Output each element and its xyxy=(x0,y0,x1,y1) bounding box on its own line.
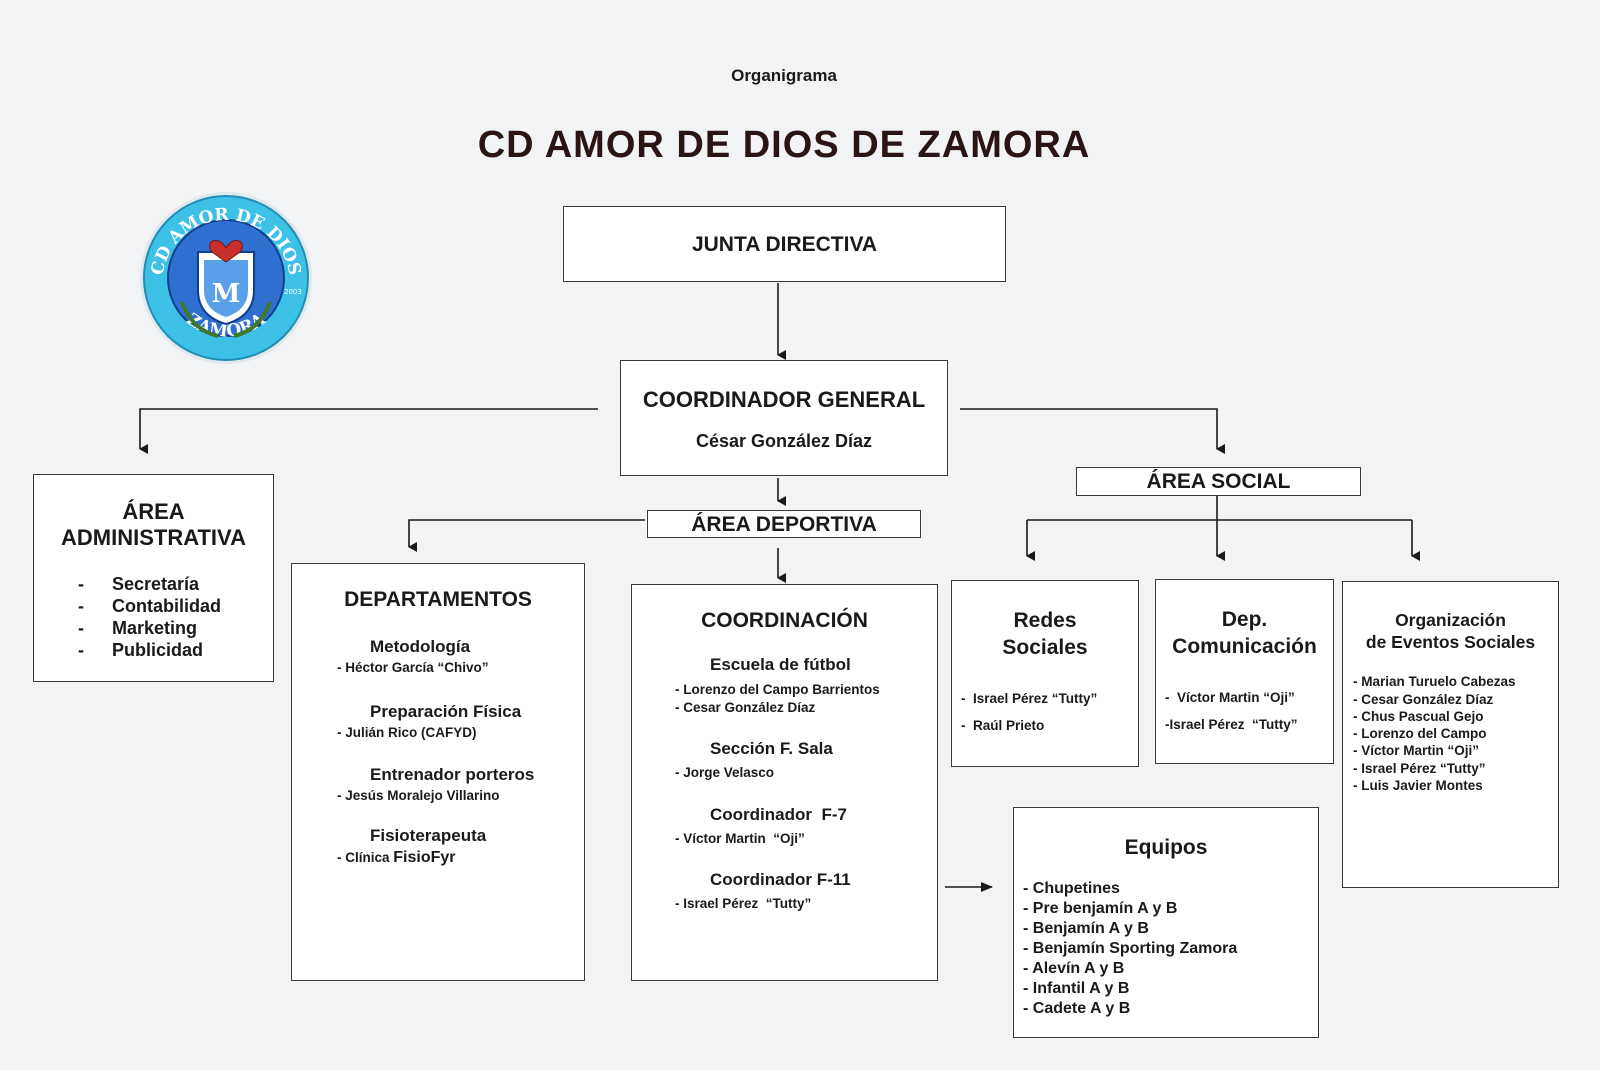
diagram-title: CD AMOR DE DIOS DE ZAMORA xyxy=(477,124,1091,166)
eventos-person: - Chus Pascual Gejo xyxy=(1353,709,1484,724)
eventos-sociales-title-line1: Organización xyxy=(1395,610,1506,630)
equipos-item: - Alevín A y B xyxy=(1023,960,1125,977)
coordinacion-group-person: - Víctor Martin “Oji” xyxy=(675,831,805,846)
admin-item-label: Secretaría xyxy=(112,574,200,594)
admin-item: - Marketing xyxy=(78,618,197,639)
admin-bullet: - xyxy=(78,596,84,616)
coordinacion-group-person: - Lorenzo del Campo Barrientos xyxy=(675,682,880,697)
coordinacion-group-name: Sección F. Sala xyxy=(710,739,833,758)
redes-sociales-title-line1: Redes xyxy=(1013,609,1077,632)
coordinacion-group-name: Coordinador F-11 xyxy=(710,870,851,889)
coordinador-general-name: César González Díaz xyxy=(695,431,873,451)
admin-item: - Secretaría xyxy=(78,574,199,595)
dept-group-name: Metodología xyxy=(370,637,471,656)
svg-text:M: M xyxy=(212,279,241,309)
coordinacion-title: COORDINACIÓN xyxy=(701,609,868,632)
dep-comunicacion-box: Dep. Comunicación - Víctor Martin “Oji” … xyxy=(1155,579,1334,764)
equipos-item: - Chupetines xyxy=(1023,880,1120,897)
junta-directiva-box: JUNTA DIRECTIVA xyxy=(563,206,1006,282)
redes-person: - Israel Pérez “Tutty” xyxy=(961,691,1098,706)
dept-group-name: Fisioterapeuta xyxy=(370,826,487,845)
equipos-box: Equipos - Chupetines - Pre benjamín A y … xyxy=(1013,807,1319,1038)
admin-item-label: Contabilidad xyxy=(112,596,221,616)
connector-coordinador-social xyxy=(960,408,1225,454)
area-administrativa-title-line2: ADMINISTRATIVA xyxy=(61,525,246,550)
comunicacion-person: -Israel Pérez “Tutty” xyxy=(1165,717,1298,732)
coordinacion-group-name: Escuela de fútbol xyxy=(710,655,851,674)
logo-year: 2003 xyxy=(284,288,302,296)
coordinador-general-title: COORDINADOR GENERAL xyxy=(642,387,926,412)
area-social-label-box: ÁREA SOCIAL xyxy=(1076,467,1361,496)
eventos-person: - Marian Turuelo Cabezas xyxy=(1353,674,1516,689)
dep-comunicacion-title-line1: Dep. xyxy=(1221,608,1268,631)
dept-group-person: - Clínica FisioFyr xyxy=(337,849,456,867)
club-logo: CD AMOR DE DIOS ZAMORA M 2003 xyxy=(138,190,314,366)
dept-group-person: - Héctor García “Chivo” xyxy=(337,660,489,675)
junta-directiva-title: JUNTA DIRECTIVA xyxy=(691,233,878,256)
equipos-item: - Benjamín A y B xyxy=(1023,920,1149,937)
admin-bullet: - xyxy=(78,640,84,660)
departamentos-title: DEPARTAMENTOS xyxy=(344,588,532,611)
connector-deportiva-departamentos xyxy=(408,519,645,552)
redes-sociales-title-line2: Sociales xyxy=(1002,636,1088,659)
admin-bullet: - xyxy=(78,574,84,594)
eventos-person: - Lorenzo del Campo xyxy=(1353,726,1487,741)
equipos-item: - Benjamín Sporting Zamora xyxy=(1023,940,1238,957)
comunicacion-person: - Víctor Martin “Oji” xyxy=(1165,690,1295,705)
connector-coordinador-admin xyxy=(139,408,598,454)
club-crest-icon: CD AMOR DE DIOS ZAMORA M 2003 xyxy=(140,192,312,364)
coordinador-general-box: COORDINADOR GENERAL César González Díaz xyxy=(620,360,948,476)
area-deportiva-label: ÁREA DEPORTIVA xyxy=(691,513,877,536)
dept-group-name: Entrenador porteros xyxy=(370,765,535,784)
equipos-title: Equipos xyxy=(1124,836,1208,859)
redes-person: - Raúl Prieto xyxy=(961,718,1045,733)
equipos-item: - Infantil A y B xyxy=(1023,980,1130,997)
area-social-label: ÁREA SOCIAL xyxy=(1146,470,1291,493)
coordinacion-group-name: Coordinador F-7 xyxy=(710,805,847,824)
coordinacion-group-person: - Jorge Velasco xyxy=(675,765,775,780)
eventos-sociales-title-line2: de Eventos Sociales xyxy=(1365,632,1536,652)
eventos-person: - Luis Javier Montes xyxy=(1353,778,1483,793)
eventos-person: - Víctor Martin “Oji” xyxy=(1353,743,1480,758)
departamentos-box: DEPARTAMENTOS Metodología - Héctor Garcí… xyxy=(291,563,585,981)
area-administrativa-box: ÁREA ADMINISTRATIVA - Secretaría - Contabi… xyxy=(33,474,274,682)
coordinacion-box: COORDINACIÓN Escuela de fútbol - Lorenzo… xyxy=(631,584,938,981)
admin-bullet: - xyxy=(78,618,84,638)
eventos-sociales-box: Organización de Eventos Sociales - Maria… xyxy=(1342,581,1559,888)
coordinacion-group-person: - Israel Pérez “Tutty” xyxy=(675,896,812,911)
admin-item: - Publicidad xyxy=(78,640,203,661)
admin-item: - Contabilidad xyxy=(78,596,221,617)
dept-group-name: Preparación Física xyxy=(370,702,522,721)
equipos-item: - Cadete A y B xyxy=(1023,1000,1131,1017)
dept-person-brand: FisioFyr xyxy=(393,849,456,866)
dept-group-person: - Jesús Moralejo Villarino xyxy=(337,788,500,803)
dep-comunicacion-title-line2: Comunicación xyxy=(1172,635,1317,658)
admin-item-label: Publicidad xyxy=(112,640,204,660)
equipos-item: - Pre benjamín A y B xyxy=(1023,900,1178,917)
dept-group-person: - Julián Rico (CAFYD) xyxy=(337,725,477,740)
coordinacion-group-person: - Cesar González Díaz xyxy=(675,700,816,715)
redes-sociales-box: Redes Sociales - Israel Pérez “Tutty” - … xyxy=(951,580,1139,767)
eventos-person: - Cesar González Díaz xyxy=(1353,692,1494,707)
area-deportiva-label-box: ÁREA DEPORTIVA xyxy=(647,510,921,538)
admin-item-label: Marketing xyxy=(112,618,198,638)
area-administrativa-title-line1: ÁREA xyxy=(122,499,185,524)
dept-person-prefix: - Clínica xyxy=(337,850,394,865)
eventos-person: - Israel Pérez “Tutty” xyxy=(1353,761,1486,776)
diagram-supertitle: Organigrama xyxy=(731,66,837,85)
